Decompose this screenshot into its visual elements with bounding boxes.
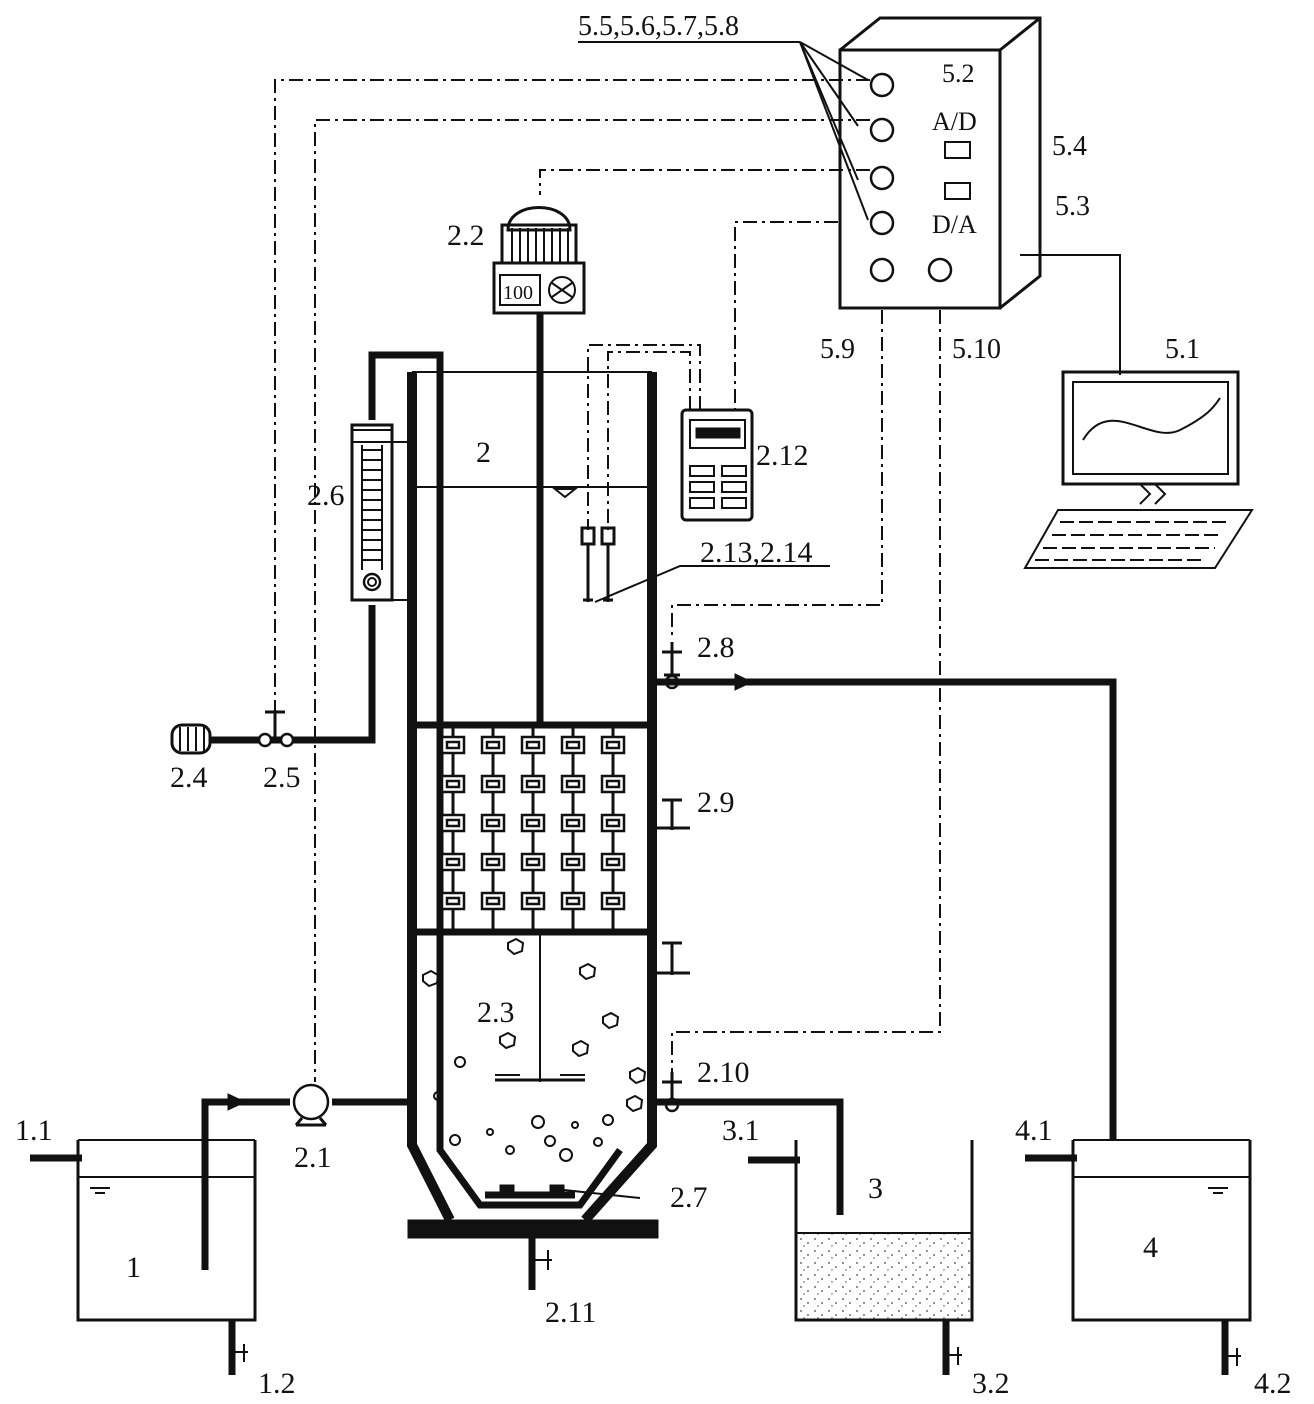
media-carrier [600,852,626,872]
label-reactor: 2 [476,436,491,469]
label-tank4-drain: 4.2 [1254,1367,1292,1400]
media-carrier [440,813,466,833]
label-line-5-10: 5.10 [952,334,1001,365]
label-tank3: 3 [868,1172,883,1205]
port-circle [927,257,953,283]
port-circle [869,257,895,283]
media-carrier [560,735,586,755]
media-carrier [520,774,546,794]
media-carrier [560,852,586,872]
label-aerator: 2.7 [670,1181,708,1214]
carrier-media [440,728,626,930]
aerator-leader [563,1189,641,1199]
label-ctrl-5-3: 5.3 [1055,191,1090,222]
port-circle [869,165,895,191]
media-carrier [520,735,546,755]
reactor-base [407,1219,659,1239]
air-valve [257,710,295,748]
port-circle [869,72,895,98]
media-carrier [480,735,506,755]
tank-3 [748,1140,974,1375]
media-carrier [480,813,506,833]
computer-cable [1020,254,1121,375]
control-box: 5.2 A/D D/A [838,16,1042,310]
media-carrier [560,774,586,794]
label-stirrer-zone: 2.3 [477,996,515,1029]
label-da: D/A [932,210,977,239]
label-air-valve: 2.5 [263,761,301,794]
labels: 5.5,5.6,5.7,5.8 5.4 5.3 5.9 5.10 5.1 2.2… [15,11,1292,1400]
sludge-particles [422,937,647,1162]
meter [680,408,754,522]
port-leaders [578,41,869,221]
label-line-5-9: 5.9 [820,334,855,365]
label-sludge-valve: 2.10 [697,1056,750,1089]
label-flowmeter: 2.6 [307,479,345,512]
reactor-valves [655,642,690,1113]
label-tank1-inlet: 1.1 [15,1114,53,1147]
label-tank3-inlet: 3.1 [722,1114,760,1147]
label-air-blower: 2.4 [170,761,208,794]
indicator-da [944,182,971,200]
tank-1 [30,1139,257,1375]
label-ctrl-5-4: 5.4 [1052,131,1087,162]
label-tank3-drain: 3.2 [972,1367,1010,1400]
motor-display: 100 [503,282,533,304]
label-ctrl-panel: 5.2 [942,59,975,88]
label-sample-valve: 2.9 [697,786,735,819]
water-level-mark [552,488,578,499]
signal-lines [274,79,941,1082]
label-ad: A/D [932,107,977,136]
indicator-ad [944,141,971,159]
label-computer: 5.1 [1165,334,1200,365]
media-carrier [520,852,546,872]
media-carrier [600,774,626,794]
media-carrier [560,891,586,911]
media-carrier [440,891,466,911]
computer [1023,370,1254,569]
label-meter: 2.12 [756,439,809,472]
label-effluent-valve: 2.8 [697,631,735,664]
media-carrier [520,891,546,911]
port-circle [869,117,895,143]
label-ctrl-ports: 5.5,5.6,5.7,5.8 [578,11,739,42]
label-feed-pump: 2.1 [294,1141,332,1174]
media-carrier [440,735,466,755]
flowmeter [350,423,412,602]
label-probes: 2.13,2.14 [700,536,813,569]
label-motor: 2.2 [447,219,485,252]
motor-knob [548,276,576,304]
motor: 100 [492,206,586,315]
media-carrier [440,774,466,794]
label-tank1: 1 [126,1251,141,1284]
label-tank4-inlet: 4.1 [1015,1114,1053,1147]
label-tank1-drain: 1.2 [258,1367,296,1400]
air-blower [170,723,212,755]
feed-pump [292,1083,330,1127]
label-tank4: 4 [1143,1231,1158,1264]
probes [580,526,830,603]
media-carrier [480,852,506,872]
keyboard-keys [1035,521,1230,561]
media-carrier [600,735,626,755]
port-circle [869,210,895,236]
media-carrier [600,813,626,833]
media-carrier [480,891,506,911]
media-carrier [560,813,586,833]
media-carrier [600,891,626,911]
reactor [407,371,659,1290]
media-carrier [520,813,546,833]
media-carrier [440,852,466,872]
media-carrier [480,774,506,794]
label-bottom-drain: 2.11 [545,1296,596,1329]
tank-4 [1025,1139,1252,1375]
